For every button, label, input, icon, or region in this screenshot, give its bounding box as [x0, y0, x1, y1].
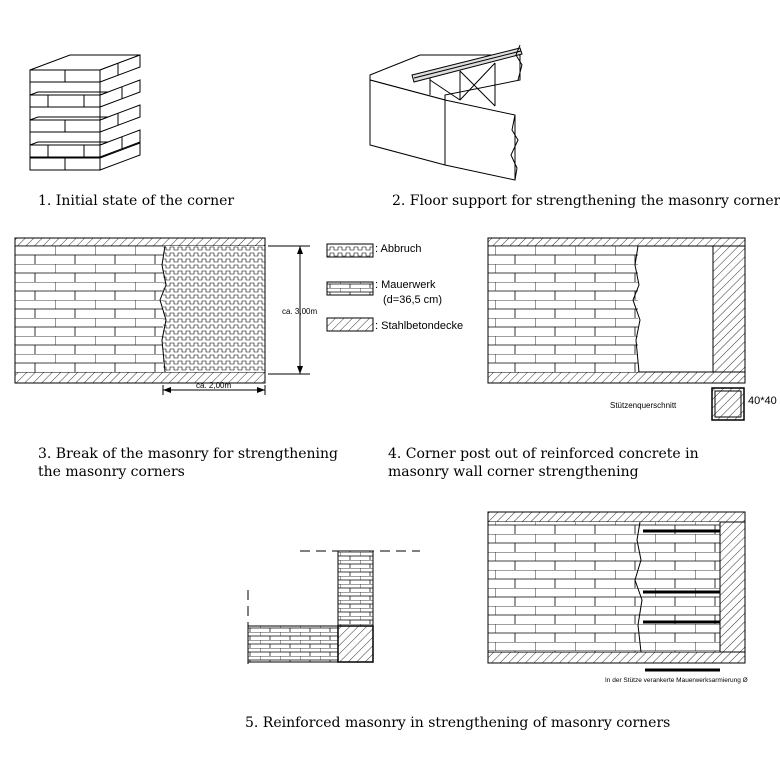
height-dimension: ca. 3,00m [282, 307, 317, 316]
corner-post-section [337, 625, 374, 663]
legend-mauerwerk: : Mauerwerk [375, 279, 436, 291]
legend-mauerwerk-thickness: (d=36,5 cm) [383, 294, 442, 306]
fig5-plan-detail [247, 550, 420, 670]
legend: : Abbruch : Mauerwerk (d=36,5 cm) : Stah… [326, 243, 463, 332]
fig2-floor-support [369, 44, 523, 181]
fig5-reinforced-wall: In der Stütze verankerte Mauerwerksarmie… [487, 511, 748, 684]
column-size: 40*40 [748, 395, 777, 407]
caption-2: 2. Floor support for strengthening the m… [392, 193, 780, 209]
fig1-brick-corner [29, 54, 141, 171]
caption-4a: 4. Corner post out of reinforced concret… [388, 446, 699, 462]
abbruch-swatch [326, 243, 374, 258]
width-dimension: ca. 2,00m [196, 381, 231, 390]
fig4-corner-post: Stützenquerschnitt 40*40 [487, 237, 777, 421]
legend-stahlbetondecke: : Stahlbetondecke [375, 320, 463, 332]
legend-abbruch: : Abbruch [375, 243, 421, 255]
caption-5: 5. Reinforced masonry in strengthening o… [245, 715, 670, 731]
stahlbetondecke-swatch [326, 317, 374, 332]
caption-3a: 3. Break of the masonry for strengthenin… [38, 446, 338, 462]
column-label: Stützenquerschnitt [610, 401, 677, 410]
caption-4b: masonry wall corner strengthening [388, 464, 639, 480]
mauerwerk-swatch [326, 281, 374, 296]
caption-3b: the masonry corners [38, 464, 185, 480]
anchor-note: In der Stütze verankerte Mauerwerksarmie… [605, 677, 748, 684]
column-section [711, 387, 745, 421]
fig3-masonry-break: ca. 3,00m ca. 2,00m [14, 237, 317, 395]
caption-1: 1. Initial state of the corner [38, 193, 234, 209]
